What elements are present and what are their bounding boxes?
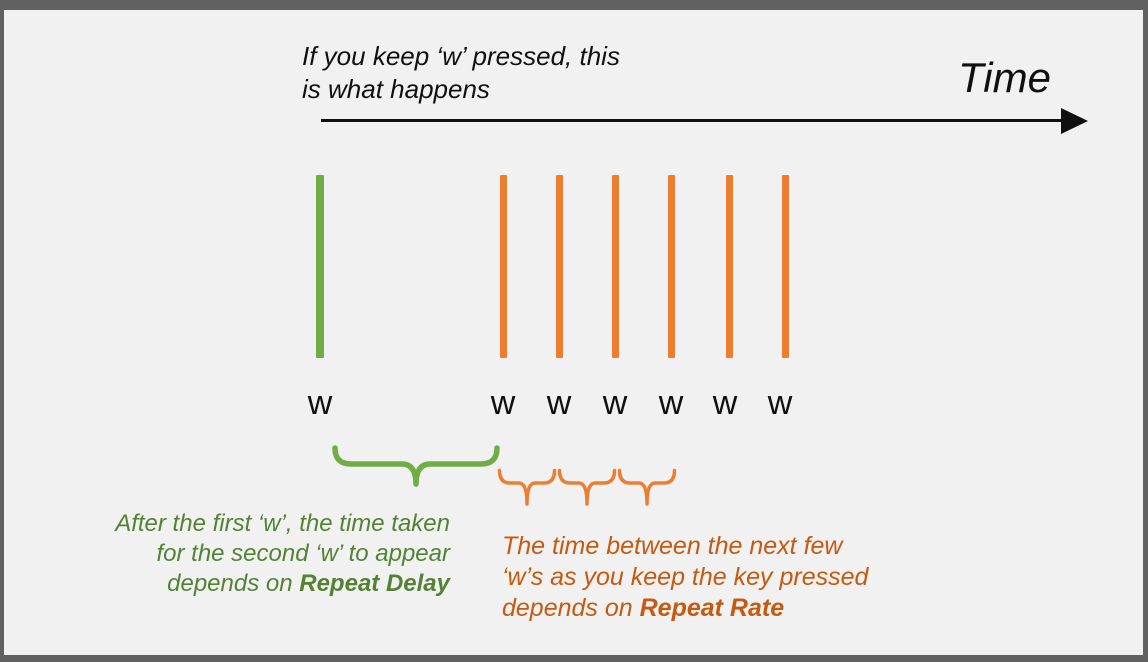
keypress-label: w bbox=[602, 384, 628, 422]
repeat-rate-brace-icon bbox=[557, 468, 617, 506]
time-axis-line bbox=[321, 119, 1063, 122]
keypress-label: w bbox=[546, 384, 572, 422]
repeat-rate-line-2: ‘w’s as you keep the key pressed bbox=[502, 563, 869, 591]
repeat-keypress-tick bbox=[556, 175, 563, 358]
intro-line-2: is what happens bbox=[302, 74, 490, 104]
time-axis-arrowhead-icon bbox=[1061, 108, 1088, 134]
repeat-delay-line-2: for the second ‘w’ to appear bbox=[156, 540, 450, 567]
repeat-keypress-tick bbox=[782, 175, 789, 358]
repeat-rate-term: Repeat Rate bbox=[639, 594, 785, 622]
first-keypress-tick bbox=[316, 175, 324, 358]
repeat-delay-brace-icon bbox=[332, 445, 500, 487]
repeat-rate-brace-icon bbox=[617, 468, 677, 506]
intro-line-1: If you keep ‘w’ pressed, this bbox=[302, 41, 620, 71]
repeat-delay-line-1: After the first ‘w’, the time taken bbox=[115, 510, 450, 537]
time-axis-label: Time bbox=[958, 54, 1051, 101]
repeat-keypress-tick bbox=[500, 175, 507, 358]
keypress-label: w bbox=[712, 384, 738, 422]
repeat-delay-annotation: After the first ‘w’, the time taken for … bbox=[30, 509, 450, 599]
keypress-label: w bbox=[490, 384, 516, 422]
repeat-delay-term: Repeat Delay bbox=[299, 570, 450, 597]
intro-text: If you keep ‘w’ pressed, this is what ha… bbox=[302, 40, 620, 106]
repeat-rate-annotation: The time between the next few ‘w’s as yo… bbox=[502, 531, 962, 624]
keypress-label: w bbox=[658, 384, 684, 422]
repeat-keypress-tick bbox=[726, 175, 733, 358]
repeat-keypress-tick bbox=[668, 175, 675, 358]
repeat-keypress-tick bbox=[612, 175, 619, 358]
repeat-rate-line-3: depends on Repeat Rate bbox=[502, 594, 785, 622]
keypress-label: w bbox=[767, 384, 793, 422]
keypress-label: w bbox=[307, 384, 333, 422]
repeat-delay-line-3: depends on Repeat Delay bbox=[167, 570, 450, 597]
repeat-rate-line-1: The time between the next few bbox=[502, 532, 843, 560]
repeat-rate-brace-icon bbox=[497, 468, 557, 506]
